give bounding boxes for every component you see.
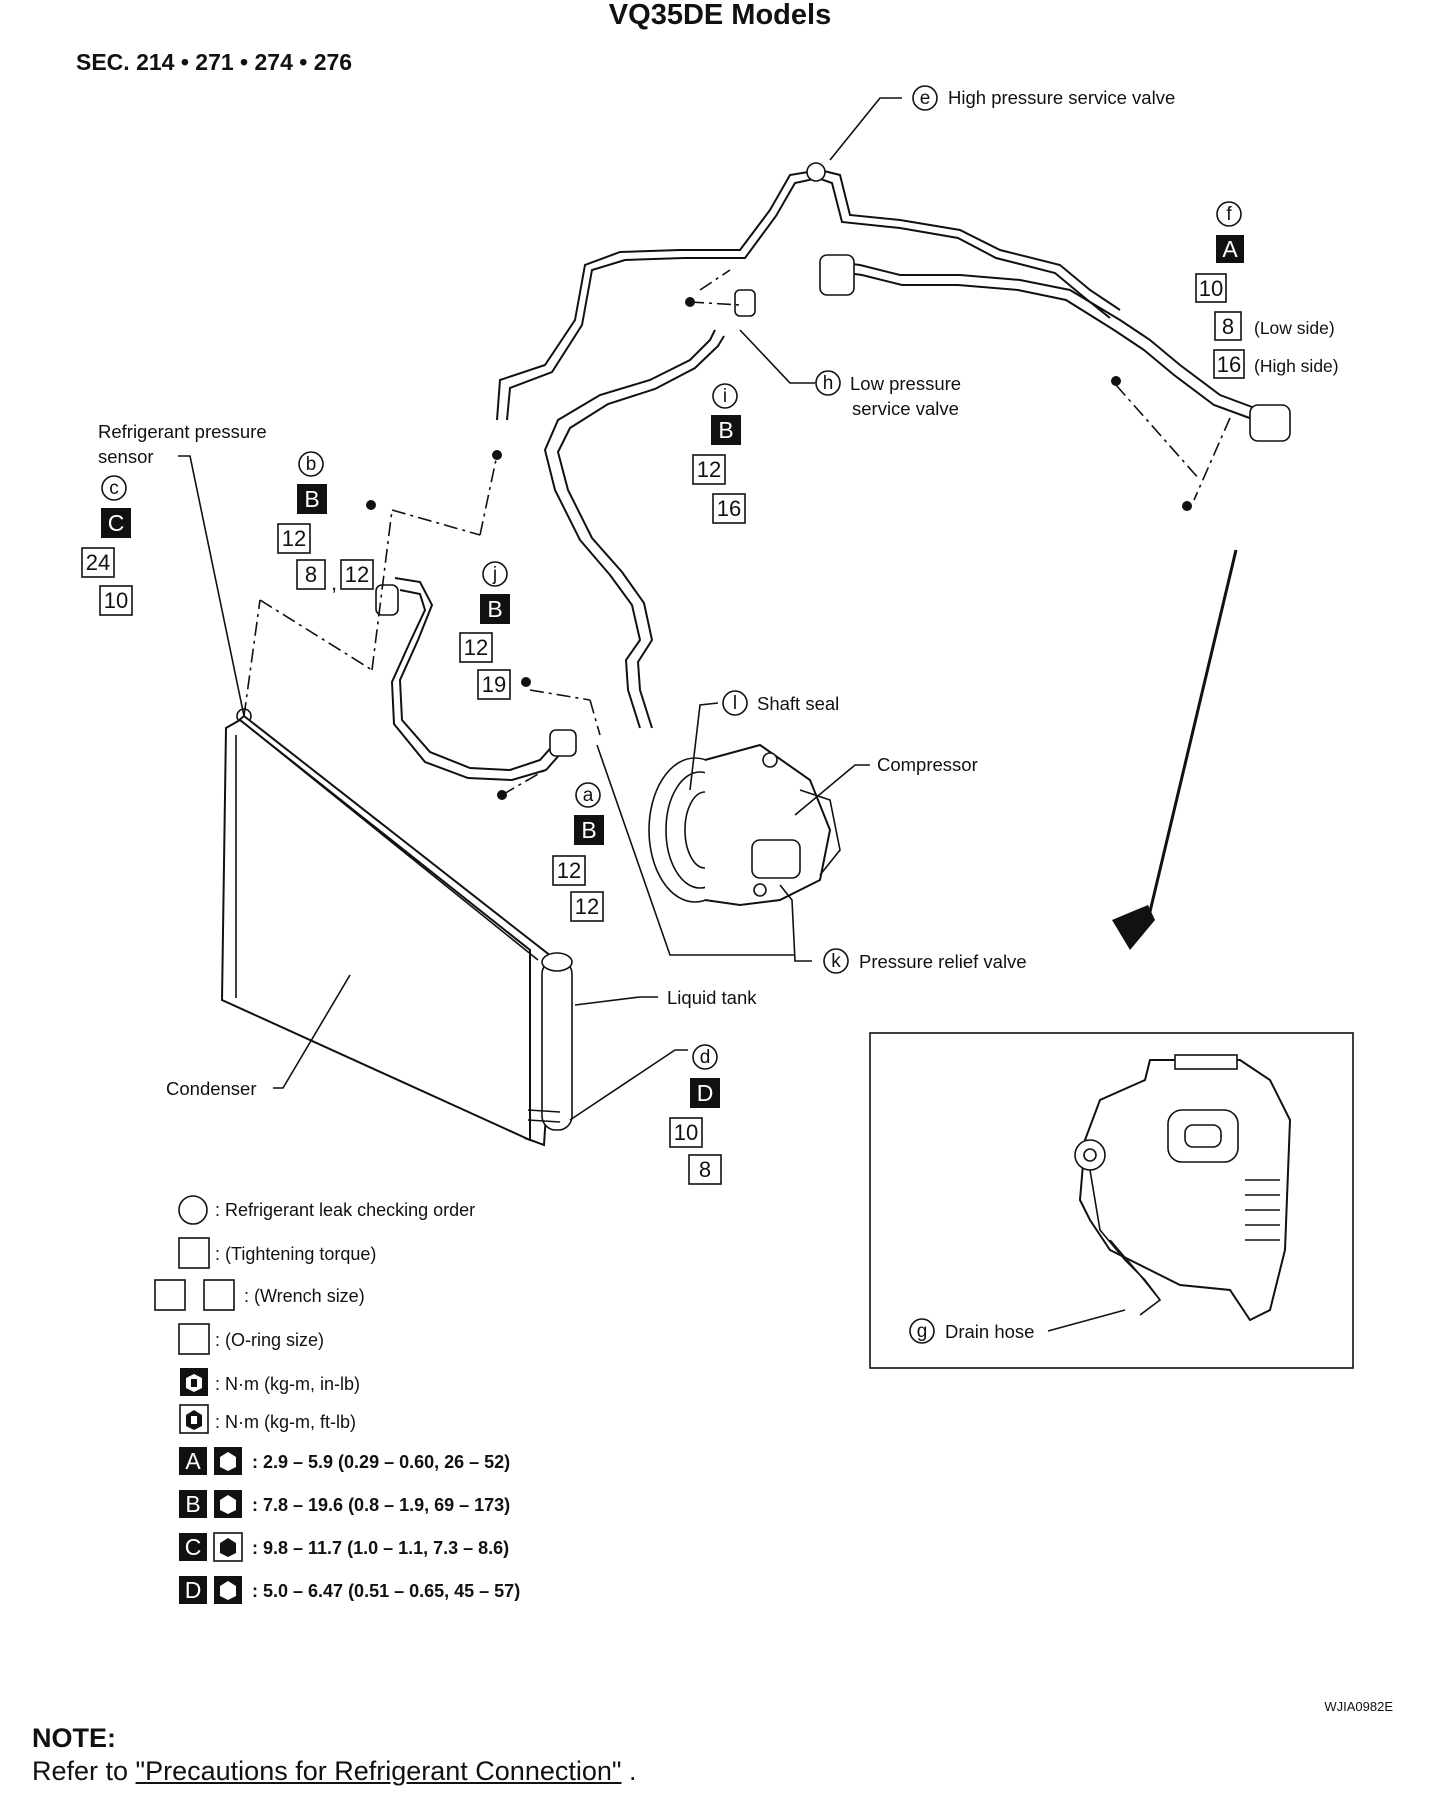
compressor-illustration [648,743,841,907]
svg-text:(High side): (High side) [1254,356,1339,376]
svg-text:: 5.0 – 6.47 (0.51 – 0.65, 45: : 5.0 – 6.47 (0.51 – 0.65, 45 – 57) [252,1581,520,1601]
svg-text:e: e [920,88,931,109]
svg-text:C: C [185,1534,202,1560]
note-prefix: Refer to [32,1756,136,1786]
svg-text:(Low side): (Low side) [1254,318,1335,338]
svg-text:16: 16 [717,496,741,521]
diagram-title: VQ35DE Models [609,0,831,31]
svg-text:j: j [492,564,497,585]
svg-text:Drain hose: Drain hose [945,1321,1034,1342]
svg-text:10: 10 [1199,276,1223,301]
svg-text:Refrigerant pressure: Refrigerant pressure [98,421,267,442]
svg-text:i: i [723,386,727,407]
svg-text:12: 12 [464,635,488,660]
note-heading: NOTE: [32,1723,116,1753]
svg-text:k: k [831,951,841,972]
svg-text:8: 8 [1222,314,1234,339]
svg-text:a: a [583,785,594,806]
evaporator-inset [869,1032,1354,1369]
callout-k: k Pressure relief valve [823,948,1027,974]
note-text: Refer to "Precautions for Refrigerant Co… [32,1754,932,1788]
condenser-label: Condenser [166,1078,257,1099]
leader-lines [178,97,1231,1121]
torque-wrench-icon [180,1368,208,1396]
svg-text:service valve: service valve [852,398,959,419]
callout-g: g Drain hose [909,1318,1034,1344]
callout-e: e High pressure service valve [912,85,1175,111]
svg-text:: N·m (kg-m, in-lb): : N·m (kg-m, in-lb) [215,1374,360,1394]
svg-text:19: 19 [482,672,506,697]
svg-text:C: C [108,510,125,536]
callout-d: d D 10 8 [669,1044,722,1185]
svg-text:16: 16 [1217,352,1241,377]
svg-text:D: D [185,1577,202,1603]
svg-text:B: B [581,817,596,843]
figure-code: WJIA0982E [1324,1699,1393,1714]
svg-text:24: 24 [86,550,110,575]
svg-text:,: , [331,570,337,595]
liquid-tank-label: Liquid tank [667,987,757,1008]
svg-text:g: g [917,1321,928,1342]
svg-text:: (Wrench size): : (Wrench size) [244,1286,365,1306]
callout-i: i B 12 16 [692,383,746,524]
svg-text:l: l [733,693,737,714]
svg-text:12: 12 [282,526,306,551]
torque-wrench-open-icon [179,1404,209,1434]
compressor-label: Compressor [877,754,978,775]
callout-h: h Low pressure service valve [815,370,961,419]
svg-text:8: 8 [699,1157,711,1182]
svg-text:f: f [1226,204,1232,225]
svg-text:h: h [823,373,834,394]
svg-text:Shaft seal: Shaft seal [757,693,839,714]
condenser-illustration [220,714,573,1147]
svg-text:10: 10 [104,588,128,613]
svg-text:: Refrigerant leak checking or: : Refrigerant leak checking order [215,1200,475,1220]
svg-text:10: 10 [674,1120,698,1145]
svg-text:Pressure relief valve: Pressure relief valve [859,951,1027,972]
svg-text:: 2.9 – 5.9 (0.29 – 0.60, 26 –: : 2.9 – 5.9 (0.29 – 0.60, 26 – 52) [252,1452,510,1472]
precautions-link[interactable]: "Precautions for Refrigerant Connection" [135,1756,622,1786]
svg-text:B: B [304,486,319,512]
svg-text:12: 12 [575,894,599,919]
legend: : Refrigerant leak checking order : (Tig… [154,1195,520,1604]
svg-text:D: D [697,1080,714,1106]
callout-a: a B 12 12 [552,782,604,922]
svg-text:: (O-ring size): : (O-ring size) [215,1330,324,1350]
svg-text:: 9.8 – 11.7 (1.0 – 1.1, 7.3 –: : 9.8 – 11.7 (1.0 – 1.1, 7.3 – 8.6) [252,1538,509,1558]
callout-sensor-c: Refrigerant pressure sensor c C 24 10 [81,421,267,616]
note-suffix: . [621,1756,637,1786]
svg-text:12: 12 [697,457,721,482]
callout-f: f A 10 8 (Low side) 16 (High side) [1195,201,1339,379]
callout-b: b B 12 8 , 12 [277,451,374,595]
callout-l: l Shaft seal [722,690,839,716]
direction-arrow [1112,549,1238,950]
note-block: NOTE: Refer to "Precautions for Refriger… [32,1722,932,1788]
svg-text:High pressure service valve: High pressure service valve [948,87,1175,108]
svg-text:8: 8 [305,562,317,587]
svg-text:b: b [306,454,317,475]
svg-text:: (Tightening torque): : (Tightening torque) [215,1244,376,1264]
svg-text:A: A [1222,236,1238,262]
svg-text:B: B [185,1491,200,1517]
svg-text:12: 12 [557,858,581,883]
svg-text:c: c [109,478,119,499]
svg-text:sensor: sensor [98,446,154,467]
callout-j: j B 12 19 [459,561,511,700]
svg-text:Low pressure: Low pressure [850,373,961,394]
svg-text:: 7.8 – 19.6 (0.8 – 1.9, 69 –: : 7.8 – 19.6 (0.8 – 1.9, 69 – 173) [252,1495,510,1515]
svg-text:12: 12 [345,562,369,587]
svg-text:d: d [700,1047,711,1068]
section-reference: SEC. 214 • 271 • 274 • 276 [76,49,352,75]
pipe-illustration [236,162,1291,800]
svg-text:: N·m (kg-m, ft-lb): : N·m (kg-m, ft-lb) [215,1412,356,1432]
svg-text:A: A [185,1448,201,1474]
svg-text:B: B [487,596,502,622]
svg-text:B: B [718,417,733,443]
